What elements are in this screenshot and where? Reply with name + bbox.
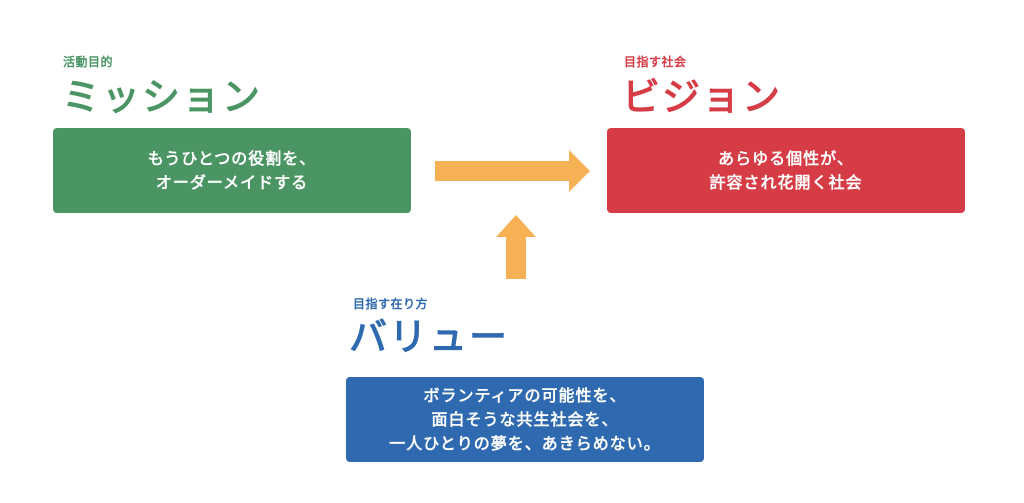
value-line-3: 一人ひとりの夢を、あきらめない。 (389, 433, 661, 453)
value-line-2: 面白そうな共生社会を、 (431, 409, 619, 429)
arrow-right-icon (435, 150, 590, 192)
vision-line-1: あらゆる個性が、 (718, 148, 854, 168)
mission-title: ミッション (62, 75, 263, 119)
value-line-1: ボランティアの可能性を、 (423, 385, 627, 405)
mission-subtitle: 活動目的 (63, 55, 114, 69)
vision-title: ビジョン (622, 75, 783, 119)
mission-box: もうひとつの役割を、 オーダーメイドする (53, 128, 411, 213)
value-subtitle: 目指す在り方 (353, 297, 429, 311)
vision-line-2: 許容され花開く社会 (709, 172, 863, 192)
mission-line-1: もうひとつの役割を、 (147, 148, 317, 168)
value-box: ボランティアの可能性を、 面白そうな共生社会を、 一人ひとりの夢を、あきらめない… (346, 377, 704, 462)
vision-subtitle: 目指す社会 (624, 55, 687, 69)
vision-box: あらゆる個性が、 許容され花開く社会 (607, 128, 965, 213)
arrow-up-icon (496, 215, 536, 279)
mission-line-2: オーダーメイドする (155, 172, 309, 192)
value-title: バリュー (349, 315, 510, 359)
